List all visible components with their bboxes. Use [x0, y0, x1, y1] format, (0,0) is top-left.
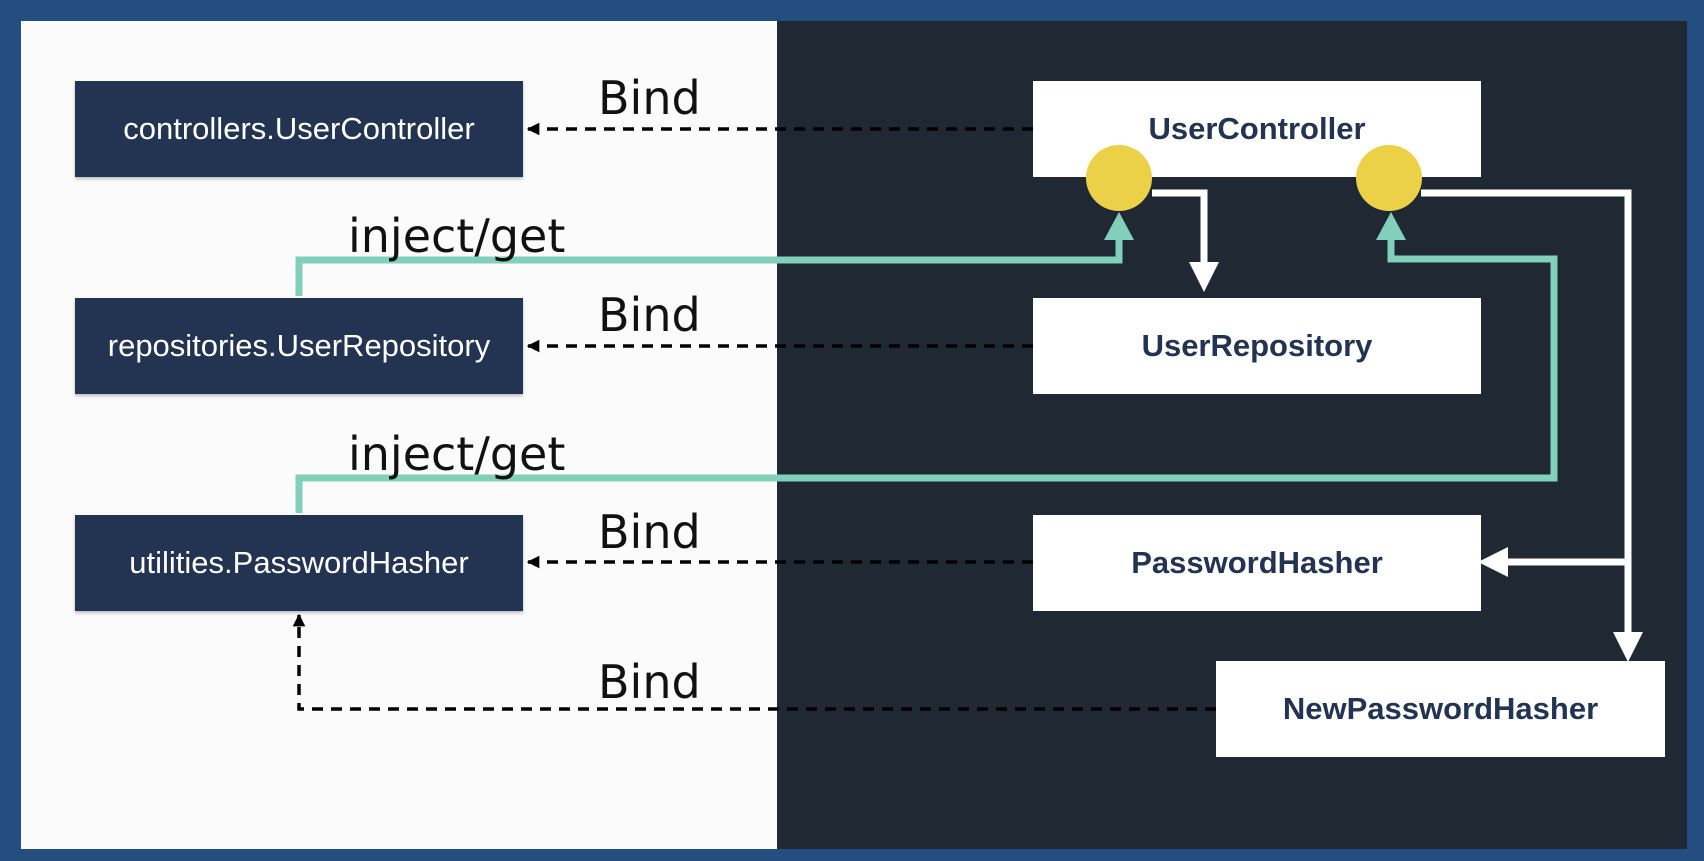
inject-arrowhead-hasher [1376, 212, 1406, 240]
class-box-controller: UserController [1033, 81, 1481, 177]
bind-label-repository: Bind [598, 288, 701, 342]
inject-label-repository: inject/get [348, 209, 566, 263]
bind-label-new-hasher: Bind [598, 655, 701, 709]
dependency-arrowhead-hasher [1478, 547, 1508, 577]
module-box-repository: repositories.UserRepository [75, 298, 523, 394]
dependency-arrowhead-repository [1189, 262, 1219, 292]
inject-line-hasher [295, 238, 1558, 513]
inject-arrowhead-repository [1104, 212, 1134, 240]
class-box-hasher: PasswordHasher [1033, 515, 1481, 611]
dependency-line-repository [1152, 189, 1208, 264]
bind-label-controller: Bind [598, 71, 701, 125]
bind-arrow-new-hasher [292, 613, 1216, 711]
inject-label-hasher: inject/get [348, 427, 566, 481]
dependency-line-hasher-main [1421, 189, 1632, 634]
module-box-hasher: utilities.PasswordHasher [75, 515, 523, 611]
inject-line-repository [295, 238, 1123, 296]
dependency-arrowhead-new-hasher [1613, 632, 1643, 662]
module-box-controller: controllers.UserController [75, 81, 523, 177]
bind-label-hasher: Bind [598, 505, 701, 559]
class-box-repository: UserRepository [1033, 298, 1481, 394]
class-box-new-hasher: NewPasswordHasher [1216, 661, 1665, 757]
